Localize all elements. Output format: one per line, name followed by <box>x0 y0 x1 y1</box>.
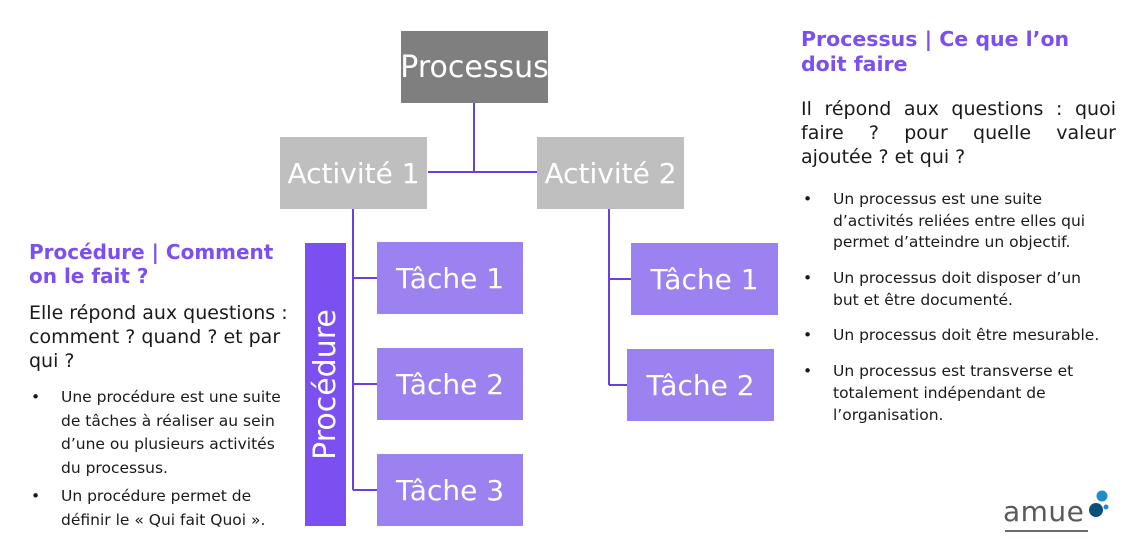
list-item: Une procédure est une suite de tâches à … <box>29 386 297 480</box>
droplets-icon <box>1089 490 1109 517</box>
procedure-intro: Elle répond aux questions : comment ? qu… <box>29 302 288 372</box>
task-node-1-1: Tâche 1 <box>377 242 523 314</box>
activity-node-1: Activité 1 <box>280 137 427 209</box>
amue-logo: amue <box>1003 488 1110 532</box>
process-intro: Il répond aux questions : quoi faire ? p… <box>801 98 1116 168</box>
task-node-2-2: Tâche 2 <box>627 349 774 421</box>
activity-node-2: Activité 2 <box>537 137 684 209</box>
task-node-label: Tâche 3 <box>395 473 505 507</box>
list-item: Un processus doit disposer d’un but et ê… <box>801 268 1106 311</box>
task-node-label: Tâche 1 <box>395 261 505 295</box>
logo-underline <box>1005 530 1089 532</box>
process-node-label: Processus <box>400 49 549 85</box>
task-node-1-2: Tâche 2 <box>377 348 523 420</box>
process-heading: Processus | Ce que l’on doit faire <box>801 27 1070 76</box>
activity-node-label: Activité 2 <box>544 156 677 190</box>
list-item: Un procédure permet de définir le « Qui … <box>29 485 297 532</box>
procedure-bullet-list: Une procédure est une suite de tâches à … <box>29 386 297 537</box>
task-node-label: Tâche 2 <box>646 368 755 402</box>
task-node-2-1: Tâche 1 <box>631 243 778 315</box>
process-node: Processus <box>400 31 549 103</box>
logo-text: amue <box>1003 495 1085 528</box>
list-item: Un processus est transverse et totalemen… <box>801 361 1106 426</box>
procedure-bar: Procédure <box>305 243 346 526</box>
task-node-1-3: Tâche 3 <box>377 454 523 526</box>
task-node-label: Tâche 1 <box>650 262 759 296</box>
procedure-heading: Procédure | Comment on le fait ? <box>29 240 274 288</box>
task-node-label: Tâche 2 <box>395 367 505 401</box>
list-item: Un processus doit être mesurable. <box>801 325 1106 347</box>
process-bullet-list: Un processus est une suite d’activités r… <box>801 189 1106 440</box>
procedure-bar-label: Procédure <box>308 309 344 460</box>
activity-node-label: Activité 1 <box>287 156 420 190</box>
list-item: Un processus est une suite d’activités r… <box>801 189 1106 254</box>
